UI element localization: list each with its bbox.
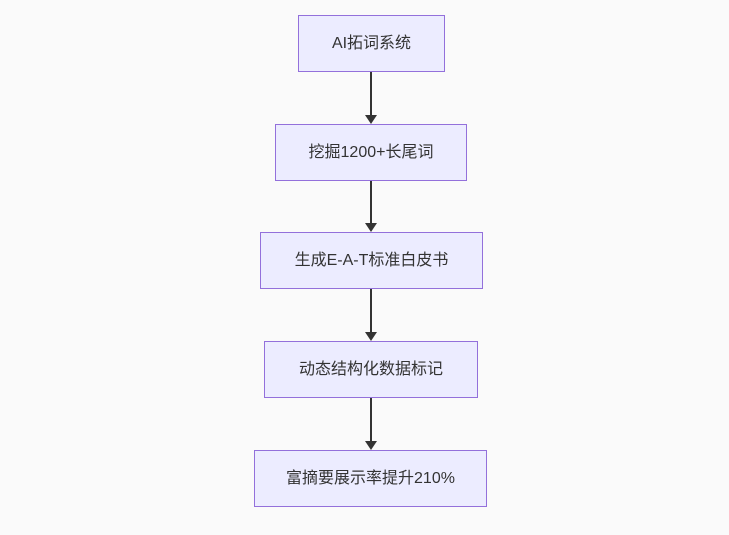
arrow-line [370,181,372,223]
arrow-line [370,398,372,441]
arrow-head-icon [365,332,377,341]
arrow-head-icon [365,223,377,232]
node-label: 挖掘1200+长尾词 [308,143,434,161]
flow-arrow-4 [365,398,377,450]
flow-arrow-2 [365,181,377,232]
arrow-head-icon [365,115,377,124]
flow-arrow-3 [365,289,377,341]
arrow-line [370,72,372,115]
flow-node-rich-snippet-rate-increase: 富摘要展示率提升210% [254,450,487,507]
node-label: 生成E-A-T标准白皮书 [294,251,449,269]
arrow-line [370,289,372,332]
node-label: 动态结构化数据标记 [298,360,443,378]
flow-node-dynamic-structured-data-markup: 动态结构化数据标记 [264,341,478,398]
node-label: 富摘要展示率提升210% [286,469,455,487]
flow-node-generate-eat-whitepaper: 生成E-A-T标准白皮书 [260,232,483,289]
flow-node-mine-longtail-keywords: 挖掘1200+长尾词 [275,124,467,181]
arrow-head-icon [365,441,377,450]
flow-node-ai-word-expansion-system: AI拓词系统 [298,15,445,72]
node-label: AI拓词系统 [331,34,412,52]
flow-arrow-1 [365,72,377,124]
